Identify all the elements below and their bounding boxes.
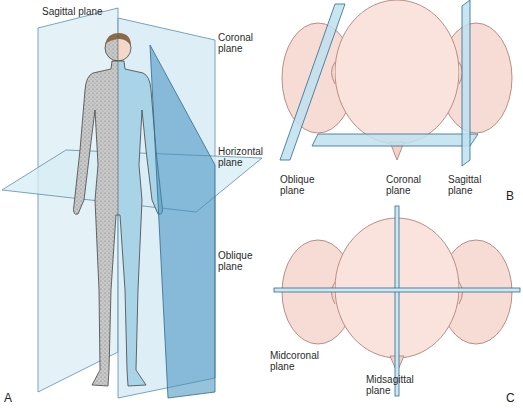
ear xyxy=(459,282,463,304)
plane-label: Oblique plane xyxy=(218,250,270,272)
ear xyxy=(332,282,336,304)
midline xyxy=(118,35,119,215)
ear xyxy=(332,62,336,84)
body-left xyxy=(74,61,119,386)
sagittal-plane-b xyxy=(462,0,470,166)
plane-label: Oblique plane xyxy=(280,174,328,196)
plane-label: Sagittal plane xyxy=(42,6,132,17)
plane-label: Midcoronal plane xyxy=(270,350,334,372)
plane-label: Coronal plane xyxy=(386,174,434,196)
plane-label: Midsagittal plane xyxy=(366,374,430,396)
panel-letter: B xyxy=(506,190,522,203)
skull xyxy=(335,0,459,144)
oblique-plane xyxy=(150,45,215,398)
plane-label: Horizontal plane xyxy=(218,146,270,168)
coronal-plane-b xyxy=(312,134,478,146)
panel-letter: A xyxy=(4,392,24,405)
midcoronal-plane xyxy=(274,288,520,292)
human-figure xyxy=(74,33,163,386)
midsagittal-plane xyxy=(395,206,399,396)
panel-letter: C xyxy=(506,392,522,405)
plane-label: Sagittal plane xyxy=(448,174,496,196)
plane-label: Coronal plane xyxy=(218,32,270,54)
